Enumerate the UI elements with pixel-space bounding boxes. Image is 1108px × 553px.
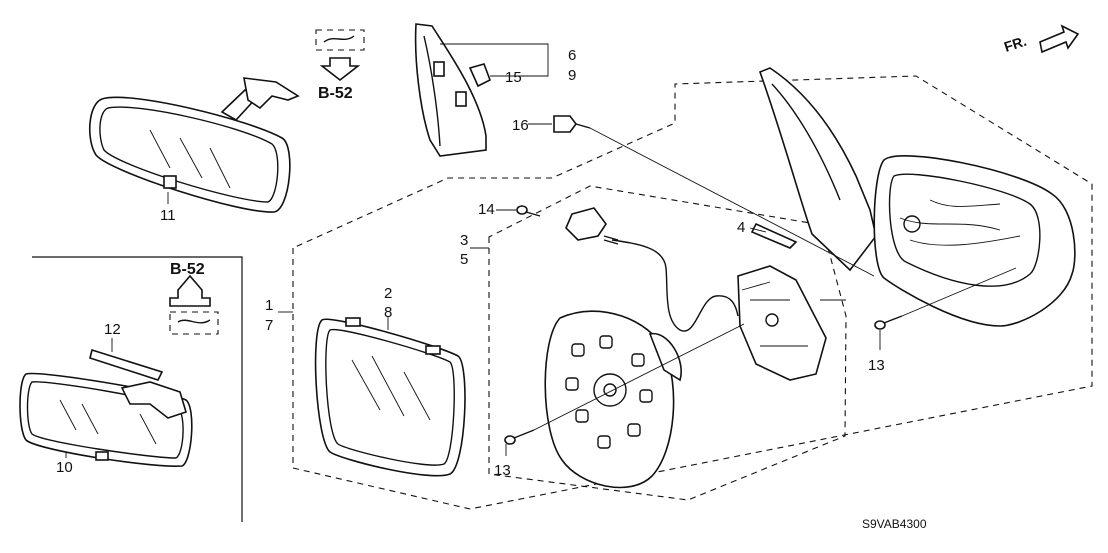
callout-8: 8 — [384, 304, 392, 321]
callout-14: 14 — [478, 201, 495, 218]
callout-3: 3 — [460, 232, 468, 249]
reference-label-top: B-52 — [318, 85, 353, 102]
front-arrow — [1039, 24, 1080, 54]
callout-6: 6 — [568, 47, 576, 64]
bolt-16 — [553, 115, 591, 133]
callout-15: 15 — [505, 69, 522, 86]
callout-5: 5 — [460, 251, 468, 268]
rearview-mirror-upper — [88, 77, 300, 213]
screw-14 — [516, 205, 541, 217]
rearview-mirror-lower — [19, 348, 193, 467]
callout-13-lower: 13 — [494, 462, 511, 479]
callout-1: 1 — [265, 297, 273, 314]
leader-lines — [65, 43, 1017, 458]
callout-16: 16 — [512, 117, 529, 134]
harness-connector — [565, 207, 607, 241]
callout-10: 10 — [56, 459, 73, 476]
callout-11: 11 — [160, 207, 176, 224]
callout-2: 2 — [384, 285, 392, 302]
door-mirror-housing — [758, 67, 1076, 327]
assembly-boundary — [292, 75, 1093, 510]
motor-unit — [737, 265, 827, 381]
actuator-base-plate — [544, 310, 682, 489]
callout-7: 7 — [265, 317, 273, 334]
mirror-glass — [314, 317, 466, 477]
ref-box-top — [315, 29, 365, 82]
callout-12: 12 — [104, 321, 121, 338]
screw-13-right — [874, 315, 903, 330]
actuator-boundary — [488, 185, 847, 501]
spring-clip — [750, 222, 798, 249]
callout-9: 9 — [568, 67, 576, 84]
callout-4: 4 — [737, 219, 745, 236]
diagram-code: S9VAB4300 — [862, 517, 927, 531]
callout-13-right: 13 — [868, 357, 885, 374]
screw-13-lower — [504, 429, 535, 445]
ref-box-left — [169, 274, 219, 335]
reference-label-left: B-52 — [170, 261, 205, 278]
inset-divider — [32, 256, 243, 522]
harness-plug — [603, 235, 619, 245]
front-direction-label: FR. — [1002, 33, 1028, 55]
wire-harness — [611, 239, 739, 332]
mirror-garnish — [414, 23, 492, 157]
